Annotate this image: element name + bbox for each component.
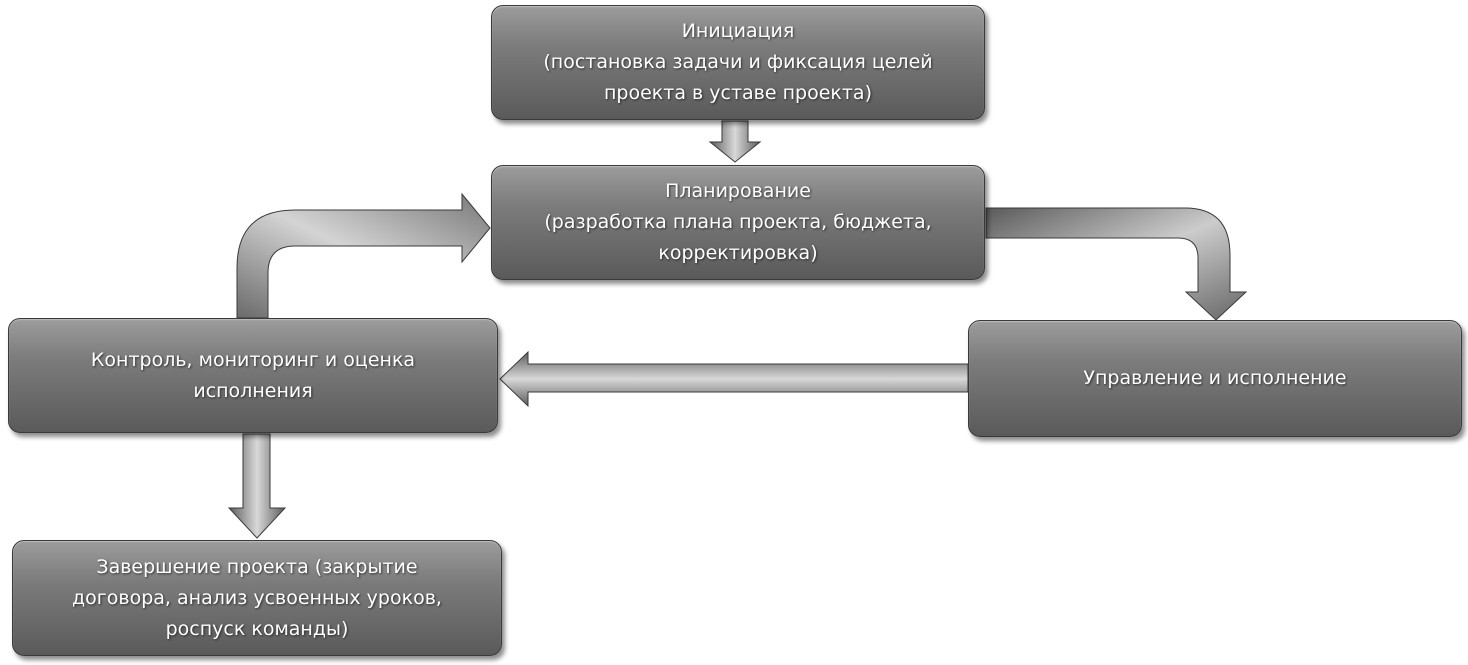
- arrow-control-to-closing: [227, 433, 287, 539]
- node-closing-text-line-1: договора, анализ усвоенных уроков,: [72, 586, 442, 609]
- node-closing: Завершение проекта (закрытие договора, а…: [12, 540, 502, 656]
- node-closing-text-line-0: Завершение проекта (закрытие: [96, 555, 418, 578]
- node-control-text-line-1: исполнения: [193, 379, 313, 402]
- node-execution-text-line-0: Управление и исполнение: [1083, 367, 1347, 389]
- node-planning-title: Планирование: [665, 180, 811, 202]
- node-closing-text-line-2: роспуск команды): [165, 617, 349, 640]
- node-initiation-text-line-1: (постановка задачи и фиксация целей: [543, 51, 933, 73]
- node-control-text-line-0: Контроль, мониторинг и оценка: [90, 348, 416, 371]
- node-initiation-text-line-2: проекта в уставе проекта): [604, 82, 872, 104]
- node-planning-text-line-1: (разработка плана проекта, бюджета,: [544, 211, 932, 233]
- arrow-planning-to-execution: [985, 207, 1248, 321]
- node-initiation: Инициация (постановка задачи и фиксация …: [491, 5, 985, 120]
- arrow-execution-to-control: [499, 350, 969, 408]
- arrow-initiation-to-planning: [708, 120, 762, 163]
- arrow-control-to-planning: [236, 192, 491, 319]
- node-initiation-title: Инициация: [681, 20, 795, 42]
- node-planning: Планирование (разработка плана проекта, …: [491, 165, 985, 280]
- node-planning-text-line-2: корректировка): [658, 242, 818, 264]
- node-execution: Управление и исполнение: [968, 320, 1462, 437]
- node-control: Контроль, мониторинг и оценка исполнения: [8, 318, 498, 433]
